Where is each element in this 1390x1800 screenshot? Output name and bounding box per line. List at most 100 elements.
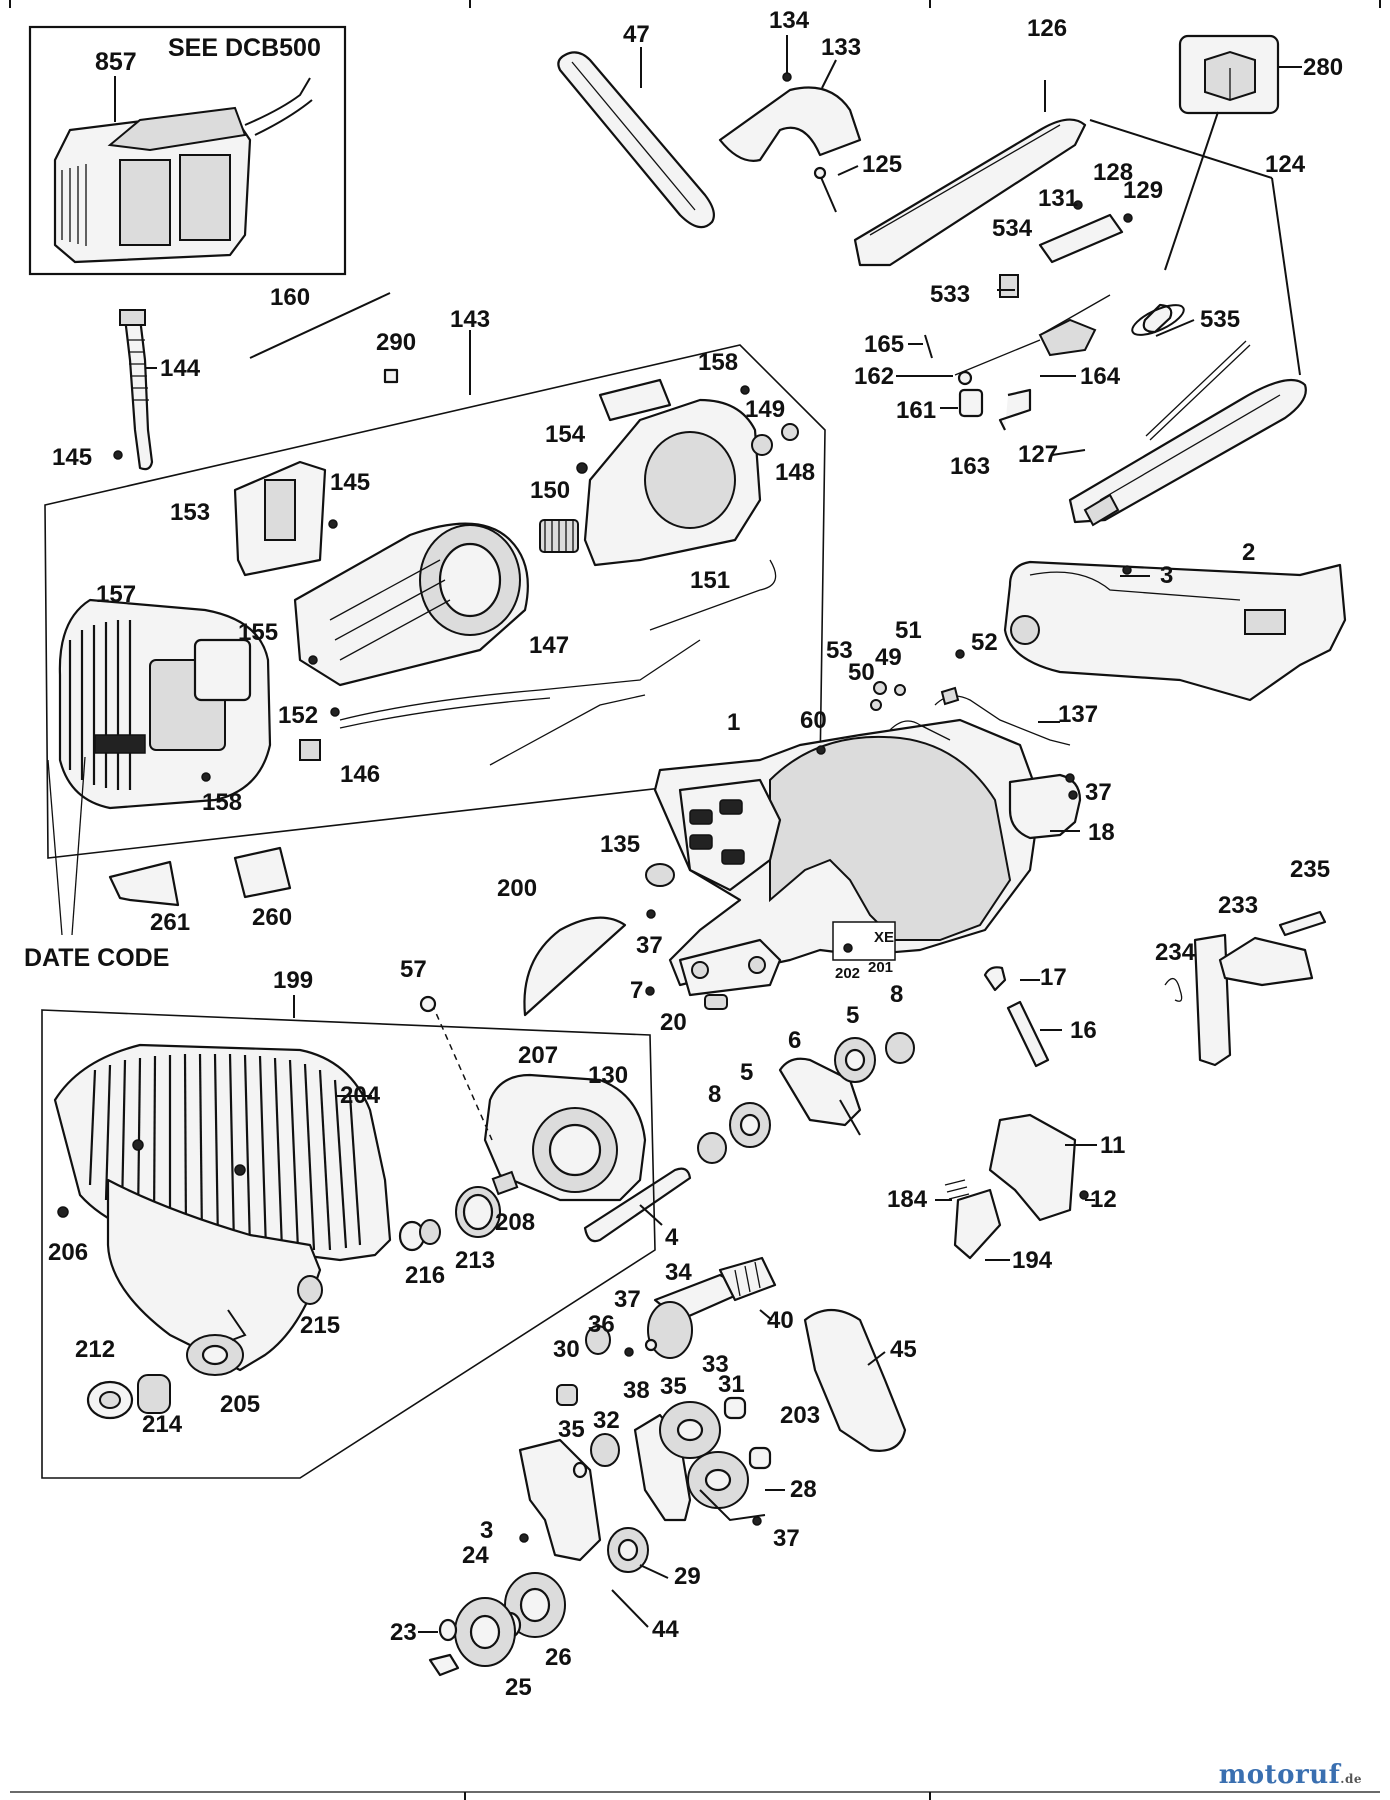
callout-35-b: 35 <box>558 1416 585 1443</box>
cord-clamp-144 <box>119 309 154 471</box>
callout-149: 149 <box>745 396 785 423</box>
callout-29: 29 <box>674 1563 701 1590</box>
callout-23: 23 <box>390 1619 417 1646</box>
callout-32: 32 <box>593 1407 620 1434</box>
callout-234: 234 <box>1155 939 1196 966</box>
callout-11: 11 <box>1100 1132 1125 1159</box>
callout-153: 153 <box>170 499 210 526</box>
callout-533: 533 <box>930 281 970 308</box>
flange-stack <box>428 1516 762 1677</box>
callout-150: 150 <box>530 477 570 504</box>
callout-37-d: 37 <box>773 1525 800 1552</box>
switch-assembly <box>999 200 1133 298</box>
callout-261: 261 <box>150 909 190 936</box>
callout-165: 165 <box>864 331 904 358</box>
callout-26: 26 <box>545 1644 572 1671</box>
callout-216: 216 <box>405 1262 445 1289</box>
callout-8-b: 8 <box>708 1081 721 1108</box>
brush-holder-153 <box>233 460 327 577</box>
callout-49: 49 <box>875 644 902 671</box>
pivot-parts <box>583 1032 915 1243</box>
callout-47: 47 <box>623 21 650 48</box>
callout-20: 20 <box>660 1009 687 1036</box>
callout-184: 184 <box>887 1186 928 1213</box>
callout-215: 215 <box>300 1312 340 1339</box>
hub-212-214 <box>86 1374 171 1420</box>
lower-guard-205 <box>106 1178 322 1376</box>
callout-148: 148 <box>775 459 815 486</box>
belt-47 <box>557 51 715 229</box>
callout-144: 144 <box>160 355 201 382</box>
washers-36-37 <box>585 1325 658 1357</box>
callout-3: 3 <box>1160 562 1173 589</box>
callout-162: 162 <box>854 363 894 390</box>
date-code-lines <box>47 756 86 936</box>
callout-52: 52 <box>971 629 998 656</box>
fence-233 <box>1164 910 1327 1067</box>
callout-30: 30 <box>553 1336 580 1363</box>
callout-xe: XE <box>874 929 894 946</box>
callout-38: 38 <box>623 1377 650 1404</box>
callout-2: 2 <box>1242 539 1255 566</box>
bearings-148-149 <box>576 385 799 474</box>
callout-145-b: 145 <box>330 469 370 496</box>
callout-126: 126 <box>1027 15 1067 42</box>
frame-ticks <box>9 0 1381 1800</box>
guard-2 <box>1003 560 1347 702</box>
blade-guard-group-outline <box>41 995 656 1479</box>
arm-1 <box>653 718 1042 997</box>
callout-28: 28 <box>790 1476 817 1503</box>
callout-16: 16 <box>1070 1017 1097 1044</box>
callout-25: 25 <box>505 1674 532 1701</box>
callout-203: 203 <box>780 1402 820 1429</box>
date-code-label: DATE CODE <box>24 944 169 972</box>
callout-157: 157 <box>96 581 136 608</box>
motor-housing-157 <box>58 598 272 810</box>
callout-3-b: 3 <box>480 1517 493 1544</box>
callout-151: 151 <box>690 567 730 594</box>
callout-260: 260 <box>252 904 292 931</box>
callout-155: 155 <box>238 619 278 646</box>
screws-arm <box>645 565 1132 1010</box>
callout-24: 24 <box>462 1542 489 1569</box>
callout-8: 8 <box>890 981 903 1008</box>
callout-208: 208 <box>495 1209 535 1236</box>
callout-134: 134 <box>769 7 810 34</box>
callout-290: 290 <box>376 329 416 356</box>
field-coil-assembly <box>293 522 529 687</box>
callout-145: 145 <box>52 444 92 471</box>
callout-53: 53 <box>826 637 853 664</box>
cover-207 <box>483 1073 647 1202</box>
callout-161: 161 <box>896 397 936 424</box>
motor-group-outline <box>44 330 826 859</box>
callout-201: 201 <box>868 959 893 976</box>
callout-57: 57 <box>400 956 427 983</box>
callout-200: 200 <box>497 875 537 902</box>
xe-box <box>832 921 896 961</box>
callout-124: 124 <box>1265 151 1306 178</box>
callout-37-c: 37 <box>614 1286 641 1313</box>
callout-33: 33 <box>702 1351 729 1378</box>
lead-lines-124 <box>1089 111 1301 376</box>
callout-214: 214 <box>142 1411 183 1438</box>
callout-857: 857 <box>95 48 137 76</box>
wiring-146-147 <box>299 559 777 766</box>
callout-125: 125 <box>862 151 902 178</box>
callout-158: 158 <box>698 349 738 376</box>
callout-143: 143 <box>450 306 490 333</box>
charger-reference-box: SEE DCB500 857 <box>28 25 347 276</box>
callout-163: 163 <box>950 453 990 480</box>
see-dcb500-label: SEE DCB500 <box>168 34 321 62</box>
callout-213: 213 <box>455 1247 495 1274</box>
callout-34: 34 <box>665 1259 692 1286</box>
watermark-text: motoruf <box>1218 1760 1341 1790</box>
callout-205: 205 <box>220 1391 260 1418</box>
armature-150 <box>539 519 579 553</box>
guide-line-57 <box>57 995 493 1218</box>
callout-131: 131 <box>1038 185 1078 212</box>
callout-45: 45 <box>890 1336 917 1363</box>
clip-135 <box>645 863 675 887</box>
callout-31: 31 <box>718 1371 745 1398</box>
bearing-208-213-216 <box>297 1170 519 1305</box>
